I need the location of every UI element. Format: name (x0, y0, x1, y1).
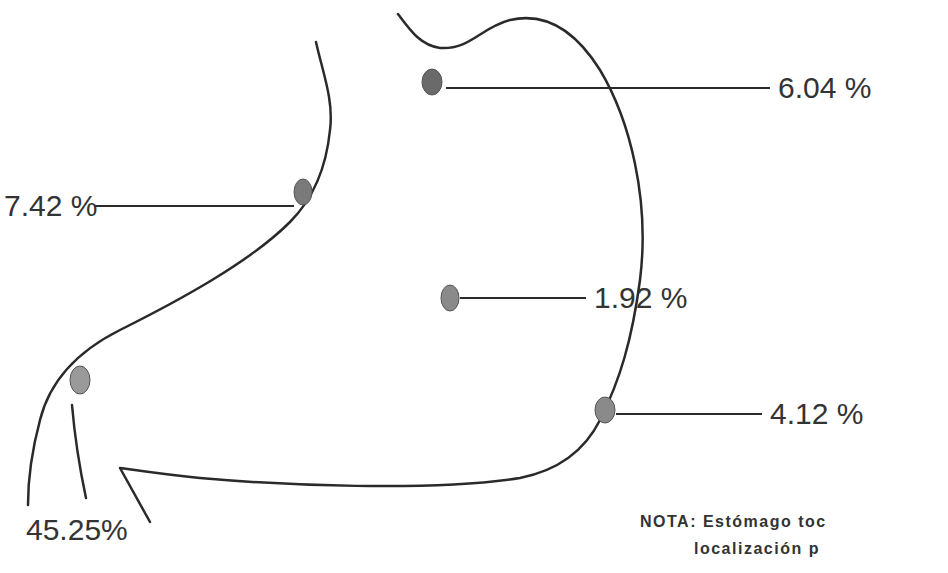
percentage-label: 4.12 % (770, 396, 863, 432)
percentage-label: 6.04 % (778, 70, 871, 106)
leader-line (72, 405, 86, 498)
lesion-dot (70, 366, 90, 394)
stomach-outline (28, 42, 331, 505)
lesion-dot (595, 397, 615, 423)
lesion-dot (441, 285, 459, 311)
percentage-label: 1.92 % (594, 280, 687, 316)
leader-line (616, 413, 762, 415)
note-text: NOTA: Estómago toc localización p (640, 508, 924, 562)
percentage-label: 45.25% (26, 512, 128, 548)
lesion-dot (294, 179, 312, 205)
percentage-label: 7.42 % (4, 188, 97, 224)
leader-line (94, 205, 294, 207)
stomach-outline (120, 14, 643, 522)
lesion-dot (422, 69, 442, 95)
leader-line (460, 297, 586, 299)
leader-line (446, 87, 770, 89)
